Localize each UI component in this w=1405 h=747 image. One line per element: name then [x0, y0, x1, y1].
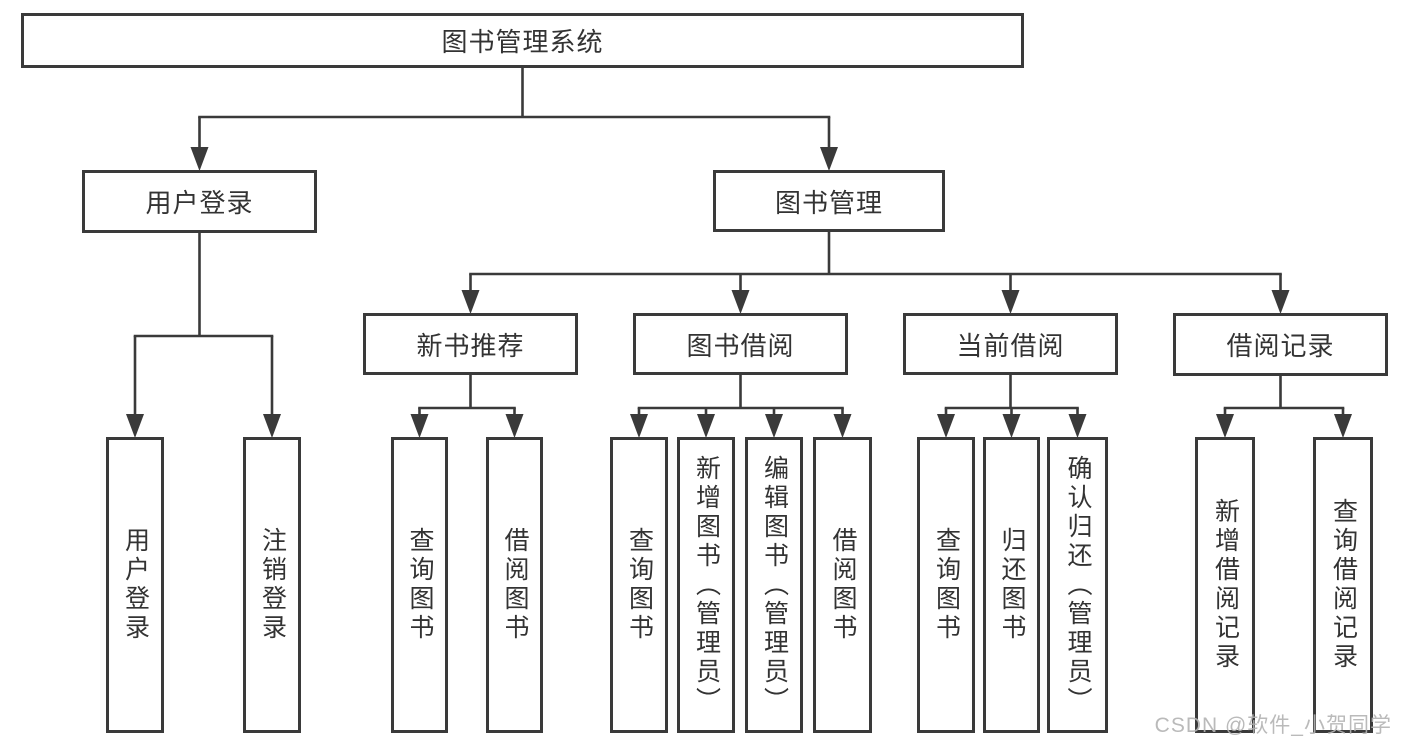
node-bb-edit: 编辑图书（管理员）: [745, 437, 803, 733]
node-label-br-add: 新增借阅记录: [1211, 498, 1240, 672]
node-label-book-mgmt: 图书管理: [774, 187, 883, 218]
node-label-logout: 注销登录: [258, 527, 287, 643]
arrowhead-book-mgmt-new-books: [461, 290, 480, 314]
node-cb-return: 归还图书: [983, 437, 1040, 733]
arrowhead-book-borrow-bb-borrow: [833, 414, 852, 438]
node-label-borrow-rec: 借阅记录: [1226, 331, 1335, 361]
arrowhead-book-borrow-bb-query: [630, 414, 648, 438]
arrowhead-book-borrow-bb-edit: [765, 414, 783, 438]
node-label-user-login: 用户登录: [145, 188, 254, 218]
node-label-bb-edit: 编辑图书（管理员）: [760, 454, 789, 716]
node-label-br-query: 查询借阅记录: [1329, 498, 1358, 672]
node-label-book-borrow: 图书借阅: [686, 330, 795, 361]
node-cur-borrow: 当前借阅: [903, 313, 1118, 375]
arrowhead-cur-borrow-cb-return: [1002, 414, 1021, 438]
arrowhead-user-login-login: [126, 414, 144, 438]
arrowhead-book-mgmt-borrow-rec: [1271, 290, 1290, 314]
arrowhead-borrow-rec-br-add: [1216, 414, 1234, 438]
node-label-bb-add: 新增图书（管理员）: [692, 454, 721, 716]
node-root: 图书管理系统: [21, 13, 1024, 68]
arrowhead-book-mgmt-book-borrow: [731, 290, 750, 314]
node-book-borrow: 图书借阅: [633, 313, 848, 375]
node-user-login: 用户登录: [82, 170, 317, 233]
arrowhead-cur-borrow-cb-query: [937, 414, 955, 438]
node-br-query: 查询借阅记录: [1313, 437, 1373, 733]
arrowhead-root-user-login: [190, 147, 209, 171]
node-label-bb-query: 查询图书: [625, 527, 654, 643]
node-label-cb-confirm: 确认归还（管理员）: [1064, 454, 1092, 716]
node-cb-query: 查询图书: [917, 437, 975, 733]
arrowhead-user-login-logout: [263, 414, 281, 438]
node-label-login: 用户登录: [121, 527, 150, 643]
arrowhead-cur-borrow-cb-confirm: [1068, 414, 1087, 438]
arrowhead-book-borrow-bb-add: [697, 414, 715, 438]
node-new-books: 新书推荐: [363, 313, 578, 375]
node-label-nb-borrow: 借阅图书: [501, 527, 529, 643]
node-nb-borrow: 借阅图书: [486, 437, 543, 733]
node-br-add: 新增借阅记录: [1195, 437, 1255, 733]
node-nb-query: 查询图书: [391, 437, 448, 733]
node-bb-borrow: 借阅图书: [813, 437, 872, 733]
node-label-cb-query: 查询图书: [932, 527, 961, 643]
arrowhead-new-books-nb-borrow: [505, 414, 524, 438]
node-label-new-books: 新书推荐: [416, 330, 525, 361]
node-label-cur-borrow: 当前借阅: [956, 330, 1065, 361]
node-label-root: 图书管理系统: [441, 27, 604, 57]
node-borrow-rec: 借阅记录: [1173, 313, 1388, 376]
node-book-mgmt: 图书管理: [713, 170, 945, 232]
arrowhead-book-mgmt-cur-borrow: [1001, 290, 1020, 314]
node-bb-add: 新增图书（管理员）: [677, 437, 735, 733]
node-logout: 注销登录: [243, 437, 301, 733]
node-label-cb-return: 归还图书: [998, 527, 1026, 643]
arrowhead-root-book-mgmt: [820, 147, 838, 171]
node-label-nb-query: 查询图书: [406, 527, 434, 643]
node-login: 用户登录: [106, 437, 164, 733]
arrowhead-new-books-nb-query: [410, 414, 429, 438]
watermark: CSDN @软件_小贺同学: [1154, 714, 1392, 737]
node-label-bb-borrow: 借阅图书: [829, 527, 857, 643]
node-bb-query: 查询图书: [610, 437, 668, 733]
node-cb-confirm: 确认归还（管理员）: [1047, 437, 1108, 733]
arrowhead-borrow-rec-br-query: [1334, 414, 1352, 438]
